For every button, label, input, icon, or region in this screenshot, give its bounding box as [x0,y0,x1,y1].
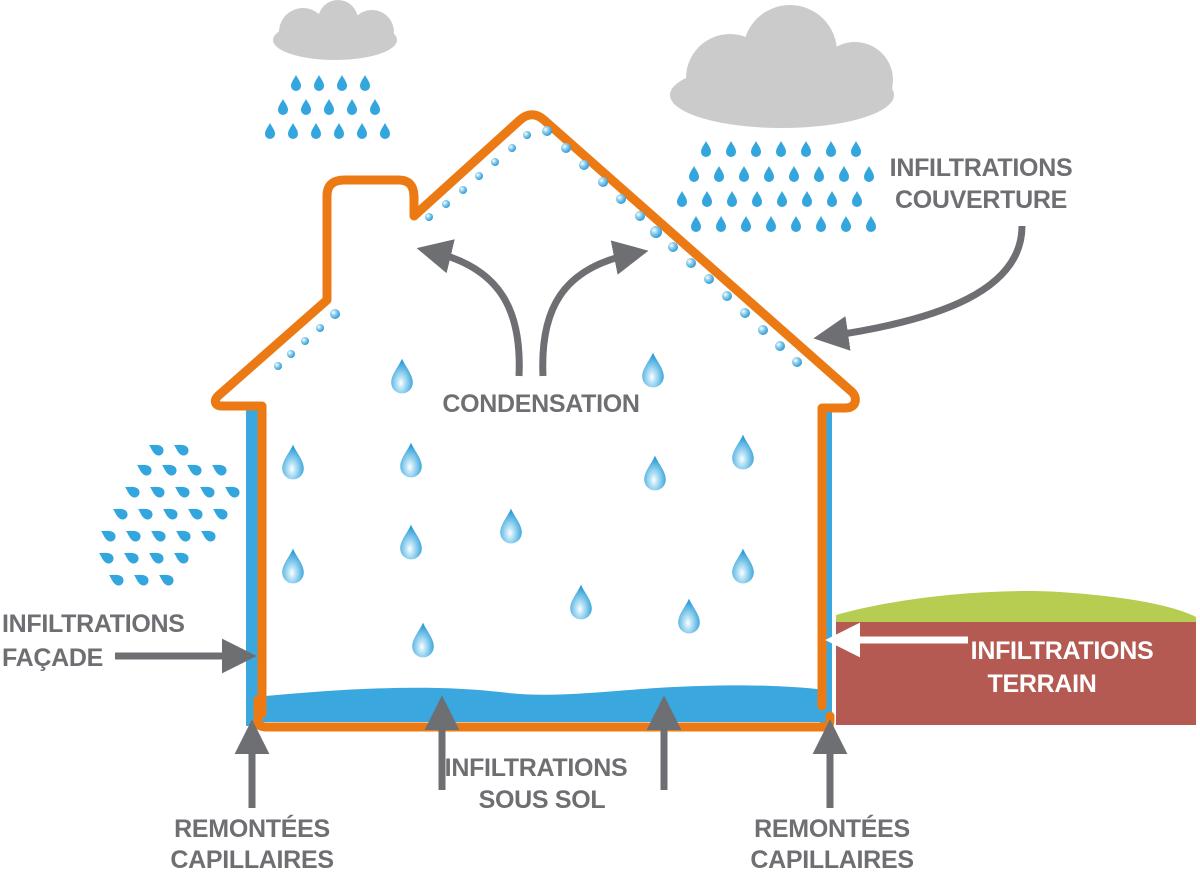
house-outline [210,110,860,732]
rain-right [677,141,876,232]
label-facade-line2: FAÇADE [2,644,103,672]
label-basement-line2: SOUS SOL [479,786,606,814]
label-roof-line2: COUVERTURE [895,186,1067,214]
basement-infiltration-arrows [424,695,682,790]
label-roof-line1: INFILTRATIONS [890,154,1073,182]
condensation-beads [274,126,802,370]
condensation-arrows [416,239,649,377]
label-basement-line1: INFILTRATIONS [445,754,628,782]
cloud-right [670,5,894,128]
cloud-left [273,0,397,60]
label-capillary-left-line1: REMONTÉES [174,814,330,843]
rain-facade [96,440,242,588]
roof-infiltration-arrow [813,225,1026,351]
label-capillary-right-line2: CAPILLAIRES [750,846,913,874]
label-capillary-right-line1: REMONTÉES [754,814,910,843]
label-capillary-left-line2: CAPILLAIRES [170,846,333,874]
label-terrain-line1: INFILTRATIONS [971,637,1154,665]
rain-left [265,75,390,139]
label-condensation: CONDENSATION [442,390,639,418]
capillary-arrows [234,719,848,808]
label-terrain-line2: TERRAIN [987,670,1096,698]
label-facade-line1: INFILTRATIONS [2,610,185,638]
